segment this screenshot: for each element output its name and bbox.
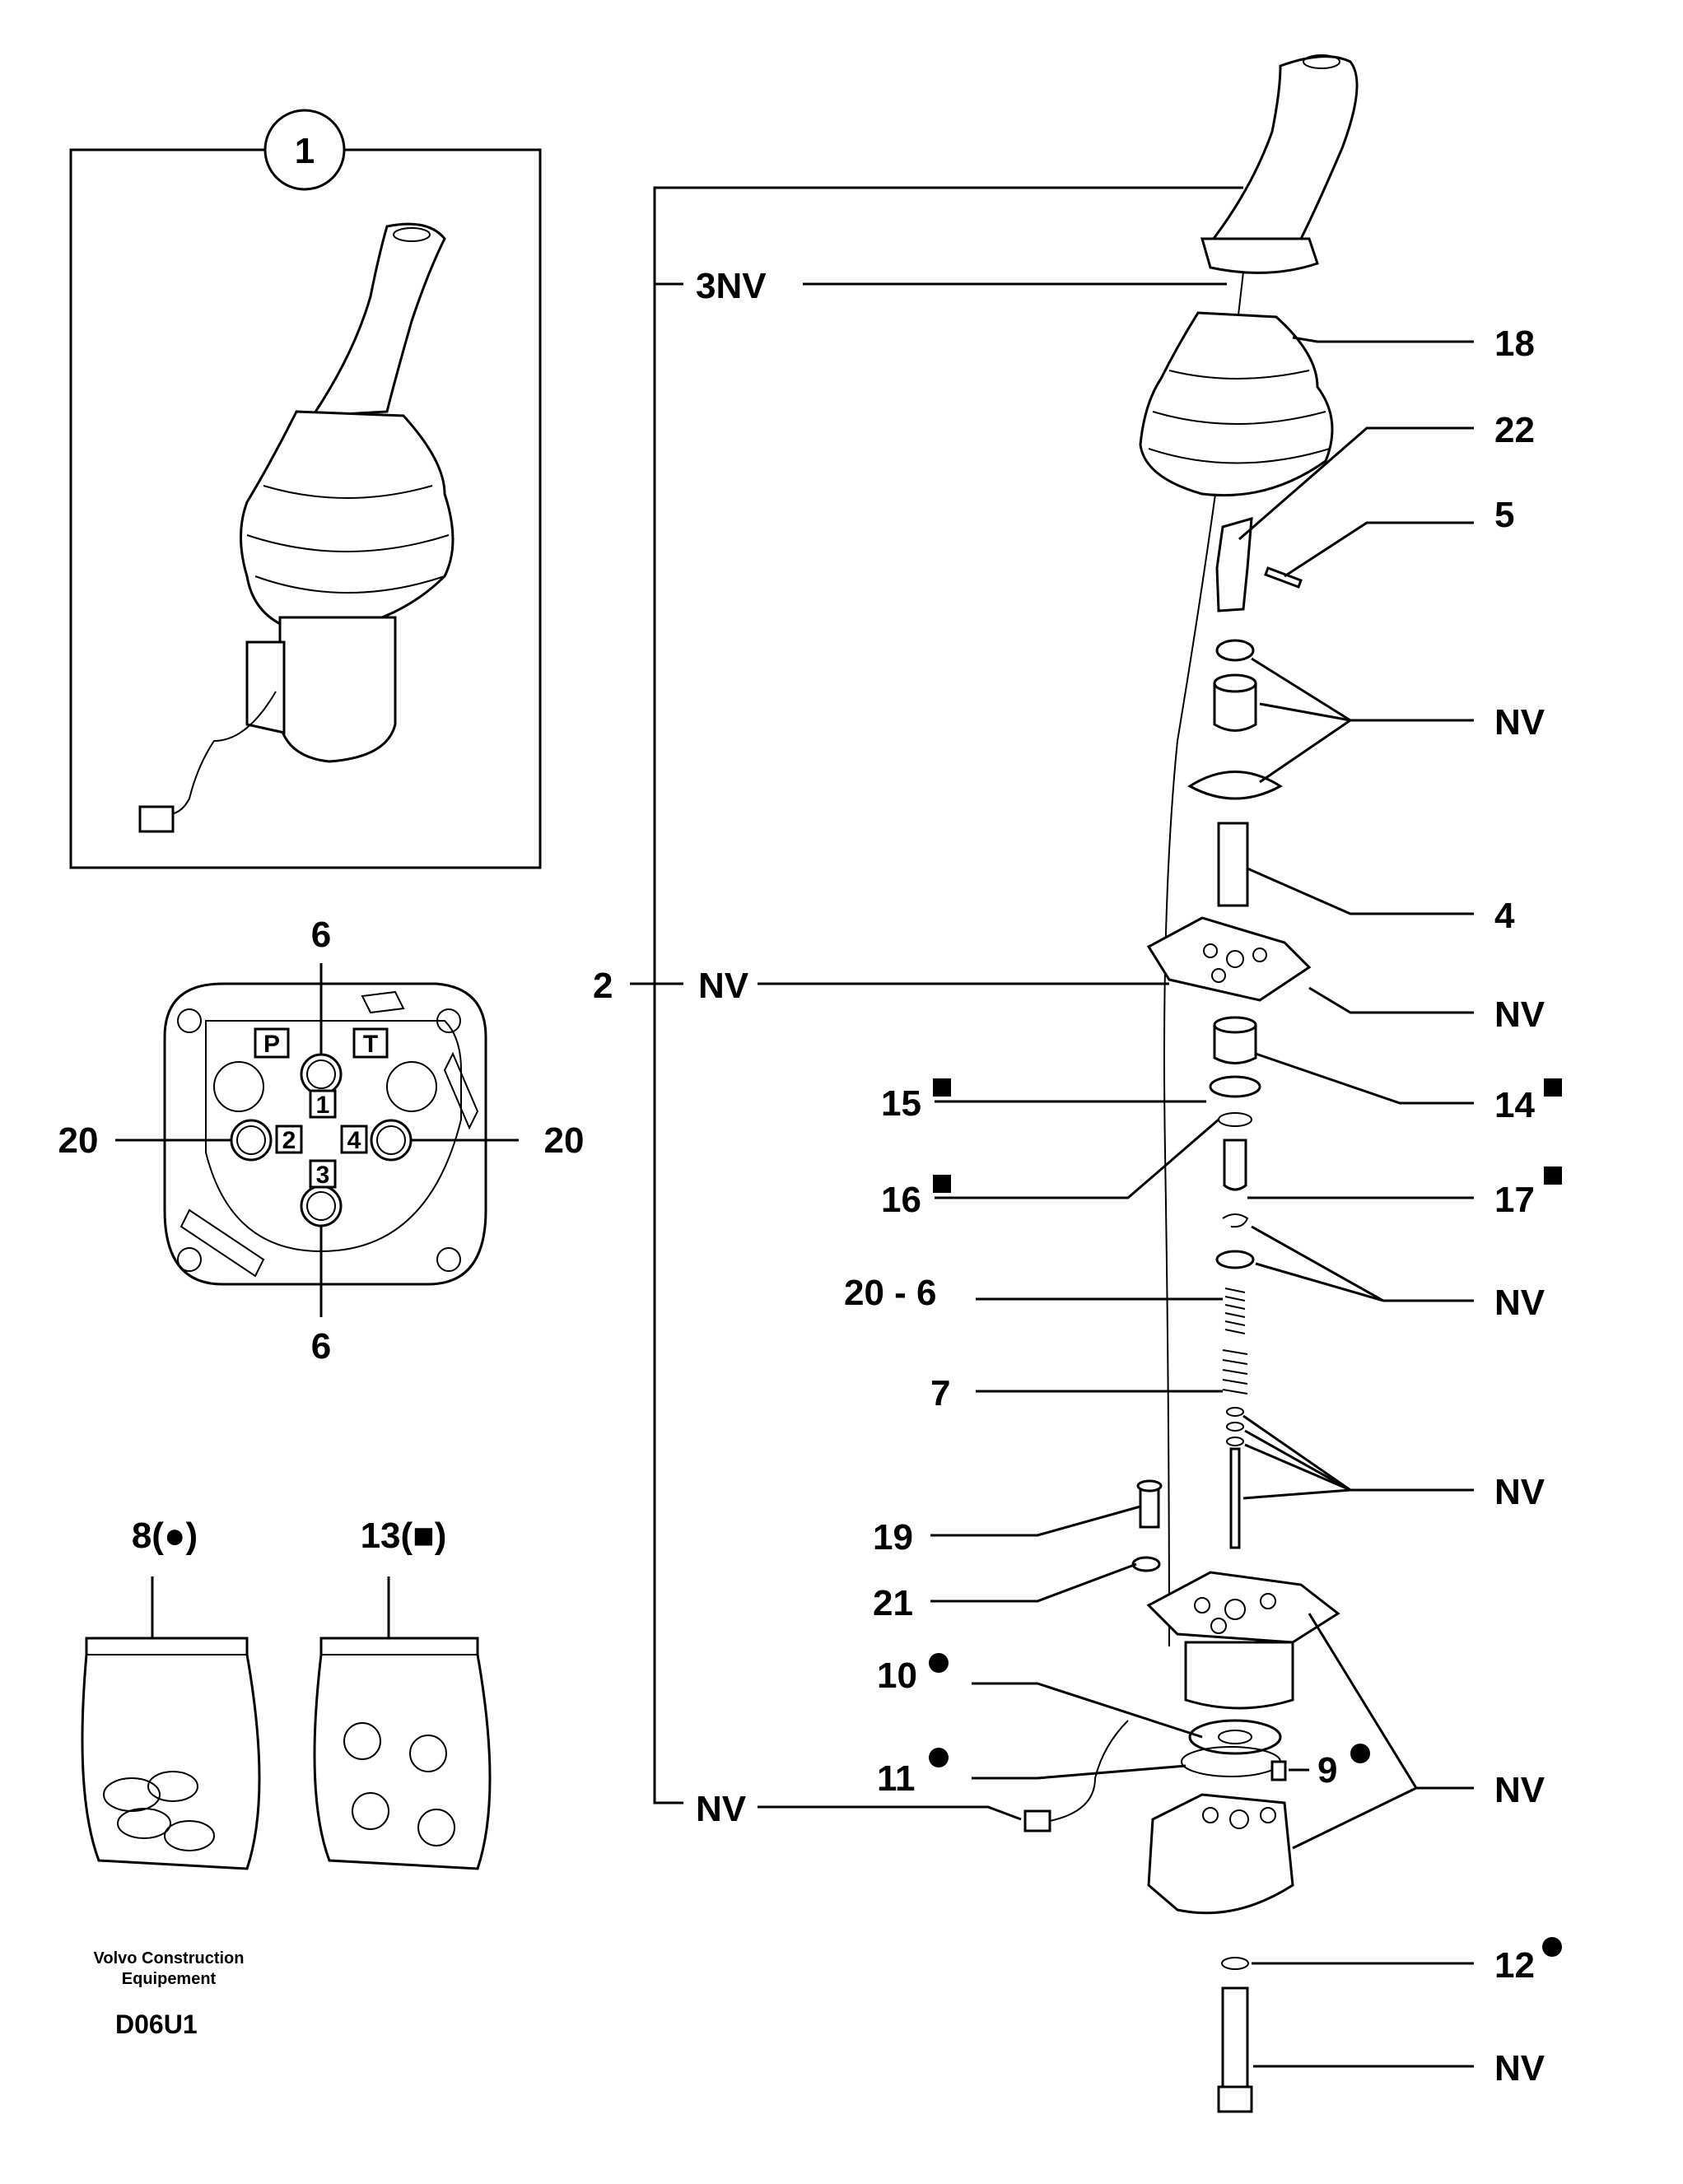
callout-12: 12 [1494,1945,1535,1986]
callout-labels: 3NV 18 22 5 NV 4 2 NV NV 15 14 16 17 20 … [593,266,1562,2089]
exploded-parts [1023,54,1359,2113]
leader-lines [758,282,1474,2068]
callout-nv-b: NV [1494,994,1545,1035]
seal-kit-13: 13(■) [313,1516,492,1870]
kit13-square-16 [933,1175,951,1193]
port-callout-20-left: 20 [58,1120,99,1161]
callout-15: 15 [881,1083,921,1124]
port-label-t: T [363,1031,378,1058]
callout-3nv: 3NV [696,266,767,306]
callout-2: 2 [593,966,613,1006]
callout-4: 4 [1494,896,1515,936]
port-number-4: 4 [347,1127,361,1154]
callout-nv-e: NV [1494,1770,1545,1810]
inset-assembled-joystick: 1 [69,109,542,869]
port-callout-20-right: 20 [544,1120,585,1161]
company-line-1: Volvo Construction [94,1949,245,1967]
kit8-dot-9 [1350,1744,1370,1763]
callout-10: 10 [877,1655,917,1696]
kit13-square-17 [1544,1167,1562,1185]
kit13-square-15 [933,1078,951,1097]
callout-22: 22 [1494,410,1535,450]
kit8-dot-10 [929,1653,949,1673]
callout-21: 21 [873,1583,913,1623]
callout-nv-a: NV [1494,702,1545,743]
kit13-square-14 [1544,1078,1562,1097]
port-number-3: 3 [316,1162,330,1189]
kit-13-label: 13(■) [361,1516,447,1556]
callout-19: 19 [873,1517,913,1558]
callout-17: 17 [1494,1180,1535,1220]
kit8-dot-12 [1542,1937,1562,1957]
kit-8-label: 8(●) [132,1516,198,1556]
port-layout-view: P T 1 2 4 3 6 6 20 20 [58,915,585,1367]
seal-kit-8: 8(●) [81,1516,261,1870]
callout-2nv: NV [698,966,749,1006]
port-label-p: P [263,1031,280,1058]
callout-16: 16 [881,1180,921,1220]
callout-14: 14 [1494,1085,1535,1125]
callout-18: 18 [1494,324,1535,364]
callout-9: 9 [1317,1750,1337,1791]
callout-7: 7 [930,1373,950,1413]
port-number-2: 2 [282,1127,296,1154]
port-number-1: 1 [316,1092,330,1119]
assembly-bracket [630,186,1243,1804]
callout-5: 5 [1494,495,1514,535]
callout-nv-g: NV [1494,2048,1545,2089]
port-callout-6-bottom: 6 [311,1326,331,1367]
callout-11: 11 [877,1758,916,1799]
callout-nv-c: NV [1494,1283,1545,1323]
port-callout-6-top: 6 [311,915,331,955]
callout-nv-d: NV [1494,1472,1545,1512]
inset-callout-1: 1 [295,131,315,171]
callout-20-6: 20 - 6 [844,1273,937,1313]
kit8-dot-11 [929,1748,949,1767]
callout-nv-f: NV [696,1789,747,1829]
drawing-code: D06U1 [115,2009,198,2039]
company-line-2: Equipement [122,1970,217,1988]
